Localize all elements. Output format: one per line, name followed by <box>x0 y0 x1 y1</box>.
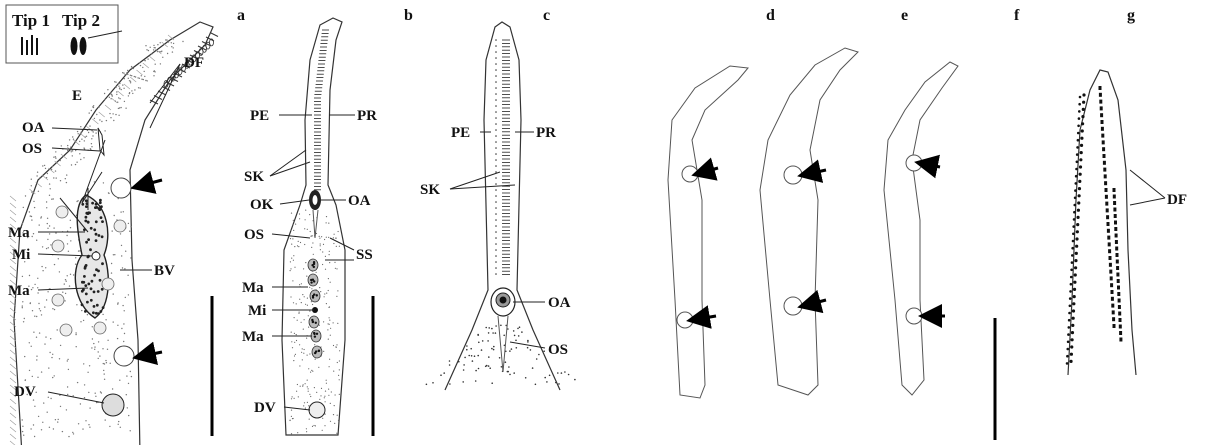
label-g-DF: DF <box>1167 192 1187 208</box>
panel-a-arrow-1 <box>136 180 162 187</box>
label-a-DV: DV <box>14 384 36 400</box>
panel-e-vacuole-2 <box>784 297 802 315</box>
label-a-Ma-1: Ma <box>8 225 30 241</box>
label-a-OA: OA <box>22 120 45 136</box>
label-a-OS: OS <box>22 141 42 157</box>
panel-g-leaders <box>1130 170 1165 205</box>
label-b-Ma-2: Ma <box>242 329 264 345</box>
panel-b-defecation-vacuole <box>309 402 325 418</box>
panel-letter-a: a <box>237 7 245 24</box>
panel-f-vacuole-2 <box>906 308 922 324</box>
tip1-label: Tip 1 <box>12 11 50 30</box>
panel-d-vacuole-1 <box>682 166 698 182</box>
panel-letter-d: d <box>766 7 775 24</box>
label-c-OA: OA <box>548 295 571 311</box>
panel-letters: a b c d e f g <box>237 7 1135 24</box>
label-b-Ma-1: Ma <box>242 280 264 296</box>
panel-f-arrow-1 <box>920 163 940 167</box>
panel-letter-e: e <box>901 7 908 24</box>
panel-letter-g: g <box>1127 7 1135 24</box>
panel-b-oral-opening <box>313 195 318 205</box>
label-b-Mi: Mi <box>248 303 266 319</box>
panel-a-arrow-2 <box>138 352 162 357</box>
label-b-OA: OA <box>348 193 371 209</box>
tip-inset: Tip 1 Tip 2 <box>6 5 118 63</box>
panel-a-contractile-vacuole-1 <box>111 178 131 198</box>
tip2-label: Tip 2 <box>62 11 100 30</box>
panel-f-cell <box>884 62 958 395</box>
panel-d-vacuole-2 <box>677 312 693 328</box>
label-b-PE: PE <box>250 108 269 124</box>
label-c-OS: OS <box>548 342 568 358</box>
panel-e-vacuole-1 <box>784 166 802 184</box>
label-a-DF: DF <box>184 55 204 71</box>
panel-d-cell <box>668 66 748 398</box>
panel-d-arrow-1 <box>697 168 718 174</box>
label-a-Ma-2: Ma <box>8 283 30 299</box>
panel-f-vacuole-1 <box>906 155 922 171</box>
panel-a-micronucleus <box>92 252 100 260</box>
panel-e-cell <box>760 48 858 395</box>
label-c-PE: PE <box>451 125 470 141</box>
label-c-PR: PR <box>536 125 556 141</box>
panel-b-cell <box>282 18 345 435</box>
panel-c-oral-opening <box>500 297 507 304</box>
label-b-PR: PR <box>357 108 377 124</box>
panel-letter-f: f <box>1014 7 1020 24</box>
label-b-DV: DV <box>254 400 276 416</box>
panel-g-cell <box>1066 70 1136 375</box>
label-a-E: E <box>72 88 82 104</box>
panel-letter-c: c <box>543 7 550 24</box>
panel-letter-b: b <box>404 7 413 24</box>
panel-e-arrow-1 <box>803 170 826 175</box>
panel-a-contractile-vacuole-2 <box>114 346 134 366</box>
panel-d-arrow-2 <box>692 316 716 320</box>
label-c-SK: SK <box>420 182 440 198</box>
panel-a-defecation-vacuole <box>102 394 124 416</box>
label-a-BV: BV <box>154 263 175 279</box>
label-b-OK: OK <box>250 197 274 213</box>
label-a-Mi: Mi <box>12 247 30 263</box>
panel-a-cell <box>10 22 218 445</box>
label-b-SS: SS <box>356 247 373 263</box>
panel-e-arrow-2 <box>803 300 826 306</box>
label-b-SK: SK <box>244 169 264 185</box>
panel-c-cell <box>426 22 576 390</box>
label-b-OS: OS <box>244 227 264 243</box>
